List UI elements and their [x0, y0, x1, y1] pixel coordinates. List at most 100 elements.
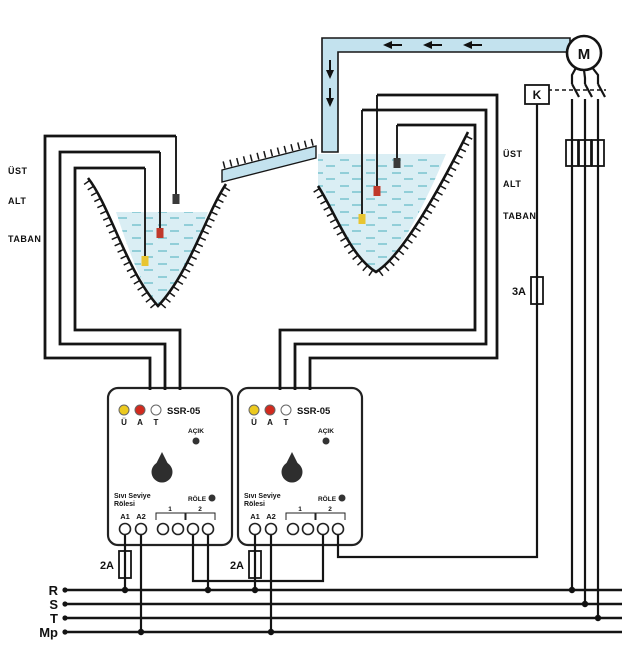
motor: M [565, 34, 603, 72]
power-led [192, 437, 200, 445]
junction-dot [581, 600, 589, 608]
bus-label-mp: Mp [39, 625, 58, 640]
right-tank-wall [316, 131, 470, 274]
led-a [264, 404, 276, 416]
relay2-fuse-label: 2A [230, 560, 244, 572]
junction-dot [267, 628, 275, 636]
terminal-a1 [248, 522, 262, 536]
junction-dot [568, 586, 576, 594]
terminal-a1 [118, 522, 132, 536]
flow-arrow-left-icon [383, 41, 402, 49]
level-relay-2: Ü A T SSR-05 AÇIK Sıvı Seviye Rölesi RÖL… [244, 404, 346, 536]
led-label-a: A [267, 418, 273, 427]
left-tank-probe-ust [172, 136, 180, 204]
contact-bracket-2 [315, 512, 346, 520]
junction-dots [121, 586, 602, 636]
adjust-knob [151, 461, 173, 483]
flow-arrow-down-icon [326, 88, 334, 107]
terminal-c4 [201, 522, 215, 536]
led-u [118, 404, 130, 416]
right-tank-probe-ust [393, 125, 401, 168]
device-name-line2: Rölesi [114, 501, 135, 508]
led-a [134, 404, 146, 416]
overflow-chute [221, 138, 317, 183]
wiring [43, 65, 606, 632]
led-label-a: A [137, 418, 143, 427]
terminal-a2 [134, 522, 148, 536]
relay-led-label: RÖLE [188, 494, 207, 503]
power-led-label: AÇIK [318, 428, 334, 435]
adjust-knob [281, 461, 303, 483]
pipe-body [321, 37, 571, 153]
terminal-c1 [156, 522, 170, 536]
wire-right-taban [293, 108, 488, 390]
wire-contact-series [191, 534, 325, 583]
relay1-fuse-label: 2A [100, 560, 114, 572]
contact-group-1-label: 1 [298, 506, 302, 513]
hatch-marks [222, 138, 314, 169]
right-tank-water-texture [318, 154, 446, 272]
left-tank-water-texture [116, 212, 208, 306]
annotations: ÜST ALT TABAN ÜST ALT TABAN 3A 2A 2A [8, 149, 536, 572]
junction-dot [251, 586, 259, 594]
tanks [83, 131, 473, 309]
relay-led [338, 494, 346, 502]
left-level-label-ust: ÜST [8, 166, 28, 176]
power-led-label: AÇIK [188, 428, 204, 435]
relay-led-label: RÖLE [318, 494, 337, 503]
contactor-box [524, 84, 550, 105]
junction-dot [204, 586, 212, 594]
water [116, 154, 446, 306]
terminal-label-a2: A2 [266, 512, 276, 521]
terminal-label-a1: A1 [120, 512, 130, 521]
contact-group-1-label: 1 [168, 506, 172, 513]
motor-symbol [565, 34, 603, 72]
contactor-k: K [524, 84, 550, 105]
terminal-c1 [286, 522, 300, 536]
led-label-t: T [284, 418, 289, 427]
terminal-c3 [316, 522, 330, 536]
chute-channel [221, 145, 317, 183]
level-relay-1: Ü A T SSR-05 AÇIK Sıvı Seviye Rölesi RÖL… [114, 404, 216, 536]
led-t [150, 404, 162, 416]
wire-left-ust [43, 134, 176, 390]
wire-right-alt [308, 93, 499, 390]
relay-model: SSR-05 [167, 406, 201, 417]
left-level-label-taban: TABAN [8, 234, 41, 244]
motor-line-t [590, 65, 600, 84]
led-t [280, 404, 292, 416]
flow-arrow-left-icon [423, 41, 442, 49]
contactor-label: K [533, 88, 542, 102]
wire-left-taban [73, 166, 182, 390]
pump-pipe [321, 37, 571, 153]
contact-group-2-label: 2 [198, 506, 202, 513]
relay-led [208, 494, 216, 502]
wire-contact-to-k [336, 104, 539, 559]
bus-label-s: S [49, 597, 58, 612]
left-tank-probe-alt [156, 152, 164, 238]
device-name-line2: Rölesi [244, 501, 265, 508]
junction-dot [594, 614, 602, 622]
wire-right-ust [278, 123, 477, 390]
flow-arrow-left-icon [463, 41, 482, 49]
bus-end-dot [62, 587, 68, 593]
terminal-c2 [301, 522, 315, 536]
terminal-label-a1: A1 [250, 512, 260, 521]
right-tank-probe-taban [358, 110, 366, 224]
flow-arrow-down-icon [326, 60, 334, 79]
led-label-u: Ü [121, 418, 127, 427]
supply-buses: R S T Mp [39, 583, 622, 640]
terminal-c3 [186, 522, 200, 536]
left-level-label-alt: ALT [8, 196, 26, 206]
bus-end-dot [62, 601, 68, 607]
relay-model: SSR-05 [297, 406, 331, 417]
power-led [322, 437, 330, 445]
junction-dot [121, 586, 129, 594]
motor-label: M [578, 46, 591, 63]
right-level-label-ust: ÜST [503, 149, 523, 159]
right-level-label-taban: TABAN [503, 211, 536, 221]
terminal-c2 [171, 522, 185, 536]
led-u [248, 404, 260, 416]
contactor-blade-icon [571, 83, 580, 98]
